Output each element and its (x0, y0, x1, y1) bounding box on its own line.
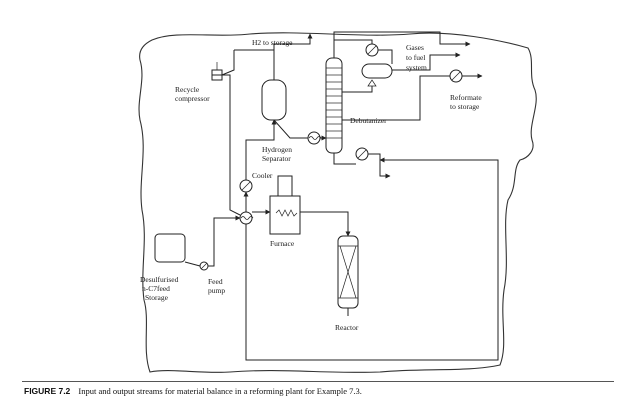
caption-text: Input and output streams for material ba… (78, 386, 362, 396)
label-hydrogen: Hydrogen (262, 145, 292, 154)
column-trays (326, 67, 342, 139)
label-system: system (406, 63, 427, 72)
label-to-storage: to storage (450, 102, 480, 111)
feed-storage-tank (154, 233, 186, 263)
reflux-pump (367, 79, 377, 87)
label-feed: Feed (208, 277, 223, 286)
label-furnace: Furnace (270, 239, 295, 248)
figure-caption: FIGURE 7.2 Input and output streams for … (24, 386, 614, 400)
label-separator: Separator (262, 154, 291, 163)
system-boundary (138, 32, 537, 373)
furnace-stack (277, 175, 293, 197)
label-desulfurised: Desulfurised (140, 275, 179, 284)
labels: H2 to storage Gases to fuel system Recyc… (140, 38, 482, 332)
label-debutanizer: Debutanizer (350, 116, 387, 125)
reflux-drum (361, 63, 393, 79)
label-reformate: Reformate (450, 93, 482, 102)
hydrogen-separator-vessel (261, 79, 287, 121)
label-feed-type: n-C7feed (142, 284, 170, 293)
label-to-fuel: to fuel (406, 53, 425, 62)
label-cooler: Cooler (252, 171, 273, 180)
label-compressor: compressor (175, 94, 210, 103)
label-pump: pump (208, 286, 225, 295)
caption-number: FIGURE 7.2 (24, 386, 71, 396)
process-lines (184, 31, 499, 361)
label-recycle: Recycle (175, 85, 200, 94)
label-reactor: Reactor (335, 323, 359, 332)
label-storage: Storage (145, 293, 169, 302)
furnace-body (269, 195, 301, 235)
feed-effluent-exchanger (239, 211, 253, 225)
label-gases: Gases (406, 43, 424, 52)
label-h2-to-storage: H2 to storage (252, 38, 293, 47)
caption-rule (22, 381, 614, 382)
debutanizer-column (325, 57, 343, 154)
column-feed-exchanger (307, 131, 321, 145)
